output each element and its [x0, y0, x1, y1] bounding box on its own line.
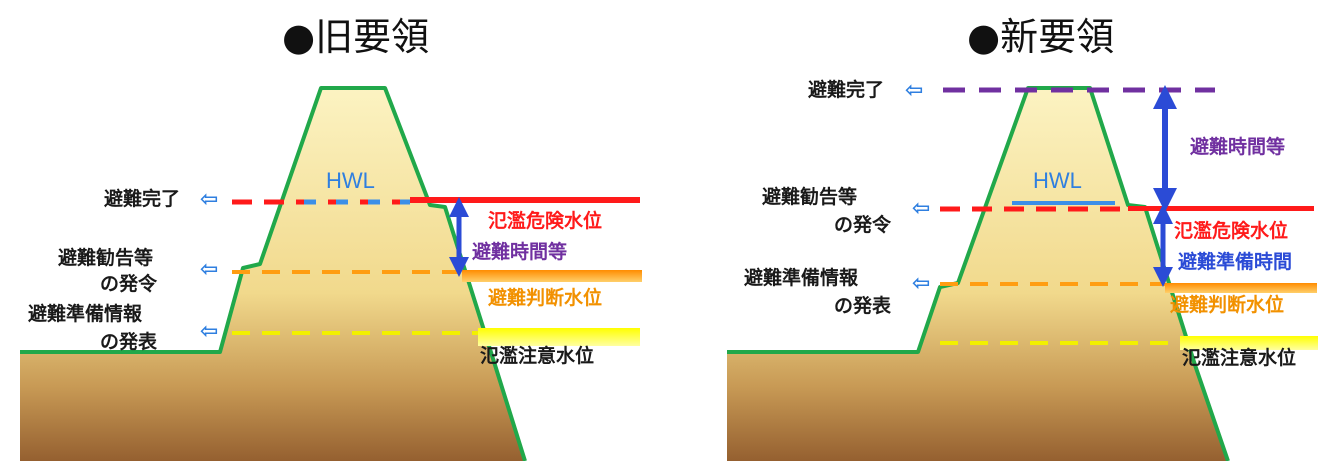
old-label-advisory-2: の発令 — [100, 272, 158, 295]
new-label-evac-time: 避難時間等 — [1190, 135, 1285, 158]
old-label-prep-2: の発表 — [100, 330, 158, 353]
old-hwl-label: HWL — [326, 168, 375, 193]
new-hwl-label: HWL — [1033, 168, 1082, 193]
new-label-prep-time: 避難準備時間 — [1178, 250, 1292, 273]
new-pointer-advisory: ⇦ — [912, 196, 930, 221]
old-label-advisory-1: 避難勧告等 — [58, 246, 153, 269]
old-plan-title: ●旧要領 — [282, 15, 429, 59]
old-pointer-advisory: ⇦ — [200, 257, 218, 282]
new-label-caution: 氾濫注意水位 — [1182, 346, 1296, 369]
new-pointer-prep: ⇦ — [912, 271, 930, 296]
new-label-evac-complete: 避難完了 — [808, 78, 884, 101]
old-caution-band — [478, 328, 640, 346]
old-pointer-complete: ⇦ — [200, 187, 218, 212]
new-label-judgment: 避難判断水位 — [1170, 293, 1284, 316]
old-plan-panel: ●旧要領 HWL 避難完了 ⇦ 避難勧告等 の発令 ⇦ 避難準備情報 の発表 ⇦… — [20, 15, 642, 461]
old-label-caution: 氾濫注意水位 — [480, 344, 594, 367]
old-danger-band — [410, 197, 640, 203]
old-label-prep-1: 避難準備情報 — [28, 302, 143, 325]
new-label-advisory-2: の発令 — [834, 213, 892, 236]
new-plan-title: ●新要領 — [967, 15, 1114, 59]
old-label-judgment: 避難判断水位 — [488, 286, 602, 309]
old-label-danger: 氾濫危険水位 — [488, 209, 602, 232]
new-embankment-body — [727, 88, 1228, 461]
new-label-prep-1: 避難準備情報 — [744, 266, 859, 289]
new-judgment-band — [1165, 283, 1317, 293]
new-pointer-complete: ⇦ — [905, 78, 923, 103]
new-label-prep-2: の発表 — [834, 294, 892, 317]
new-plan-panel: ●新要領 HWL 避難完了 ⇦ 避難勧告等 の発令 ⇦ 避難準備情報 の発表 ⇦… — [727, 15, 1318, 461]
old-pointer-prep: ⇦ — [200, 319, 218, 344]
old-label-evac-complete: 避難完了 — [104, 187, 180, 210]
old-embankment-body — [20, 88, 525, 461]
new-label-advisory-1: 避難勧告等 — [762, 185, 857, 208]
old-label-evac-time: 避難時間等 — [472, 240, 567, 263]
new-caution-band — [1180, 336, 1318, 350]
new-danger-band — [1128, 206, 1314, 211]
new-label-danger: 氾濫危険水位 — [1174, 219, 1288, 242]
old-embankment-outline — [20, 86, 527, 461]
old-judgment-band — [462, 270, 642, 282]
